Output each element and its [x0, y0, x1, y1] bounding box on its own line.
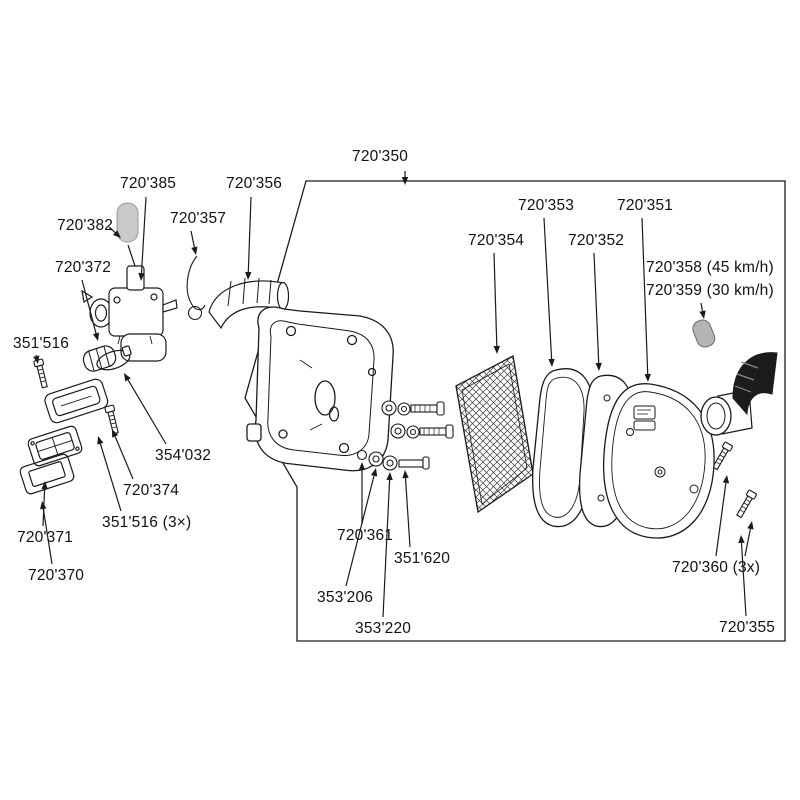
screw-720360-a-drawing [712, 441, 733, 471]
leader-720360-b [744, 528, 751, 557]
logo-patch [633, 405, 656, 431]
part-label-720353: 720'353 [518, 197, 575, 214]
arrowhead [370, 468, 378, 477]
arrowhead [699, 310, 706, 319]
leader-720354 [493, 252, 498, 347]
leader-720351 [641, 217, 649, 375]
screw-351516-drawing [33, 358, 48, 389]
arrowhead [548, 358, 555, 367]
arrowhead [358, 462, 366, 470]
intake-manifold-drawing [44, 345, 132, 424]
part-label-351516: 351'516 [13, 335, 70, 352]
part-label-720356: 720'356 [226, 175, 283, 192]
arrowhead [97, 436, 104, 445]
arrowhead [644, 373, 651, 382]
leader-720355 [740, 542, 747, 617]
screw-720360-b-drawing [736, 489, 757, 519]
part-label-720371: 720'371 [17, 529, 74, 546]
part-label-720374: 720'374 [123, 482, 180, 499]
arrowhead [402, 470, 409, 479]
leader-720372 [81, 279, 97, 334]
leader-353220 [382, 479, 391, 618]
arrowhead [401, 177, 409, 185]
arrowhead [138, 272, 145, 281]
leader-720385 [140, 196, 147, 274]
part-label-720385: 720'385 [120, 175, 177, 192]
part-label-720355: 720'355 [719, 619, 776, 636]
arrowhead [191, 246, 198, 255]
part-label-720359: 720'359 (30 km/h) [646, 282, 774, 299]
air-box-housing-drawing [246, 306, 394, 472]
assembly-frame [244, 180, 786, 642]
snorkel-ribbed-section [732, 352, 778, 416]
gasket-drawing [19, 453, 75, 495]
arrowhead [112, 429, 119, 438]
leader-353206 [345, 475, 375, 587]
part-label-720358: 720'358 (45 km/h) [646, 259, 774, 276]
part-label-351620: 351'620 [394, 550, 451, 567]
arrowhead [386, 472, 393, 481]
leader-720357 [190, 230, 195, 248]
arrowhead [112, 230, 121, 238]
restrictor-bushing-drawing [692, 319, 716, 348]
arrowhead [33, 355, 40, 364]
intake-elbow-drawing [208, 277, 290, 330]
reed-valve-drawing [27, 425, 83, 467]
part-label-353220: 353'220 [355, 620, 412, 637]
part-label-720360-3x: 720'360 (3x) [672, 559, 761, 576]
leader-arrows [33, 171, 754, 618]
rubber-cap-drawing [116, 202, 139, 243]
part-label-720361: 720'361 [337, 527, 394, 544]
part-label-720351: 720'351 [617, 197, 674, 214]
leader-720370 [42, 508, 53, 565]
part-label-351516-x3: 351'516 (3×) [102, 514, 192, 531]
arrowhead [92, 332, 100, 341]
part-label-720382: 720'382 [57, 217, 114, 234]
part-label-720372: 720'372 [55, 259, 112, 276]
leader-354032 [127, 379, 167, 445]
leader-720360-a [715, 482, 727, 557]
arrowhead [595, 362, 602, 371]
leader-720352 [593, 252, 600, 364]
arrowhead [124, 373, 131, 382]
arrowhead [41, 481, 48, 490]
part-label-720370: 720'370 [28, 567, 85, 584]
arrowhead [40, 501, 47, 510]
leader-720374 [114, 436, 134, 480]
arrowhead [493, 345, 500, 354]
part-label-720357: 720'357 [170, 210, 227, 227]
leader-720382 [108, 226, 116, 234]
leader-720353 [543, 217, 553, 360]
arrowhead [747, 521, 754, 530]
leader-720356 [247, 196, 252, 273]
throttle-spring-drawing [186, 255, 206, 321]
leader-351516-x3 [99, 443, 122, 512]
intake-snorkel-drawing [700, 352, 778, 436]
arrowhead [738, 535, 745, 544]
filter-cover-drawing [602, 383, 715, 539]
leader-720358-720359 [700, 302, 704, 312]
leader-351620 [404, 477, 411, 548]
arrowhead [722, 475, 730, 484]
part-label-720350: 720'350 [352, 148, 409, 165]
carburetor-drawing [81, 244, 178, 362]
part-label-720352: 720'352 [568, 232, 625, 249]
arrowhead [245, 271, 252, 280]
filter-mesh-drawing [455, 355, 534, 514]
part-label-354032: 354'032 [155, 447, 212, 464]
clamp-drawing [96, 345, 132, 371]
part-label-353206: 353'206 [317, 589, 374, 606]
part-label-720354: 720'354 [468, 232, 525, 249]
mounting-hardware-drawing [356, 400, 454, 471]
